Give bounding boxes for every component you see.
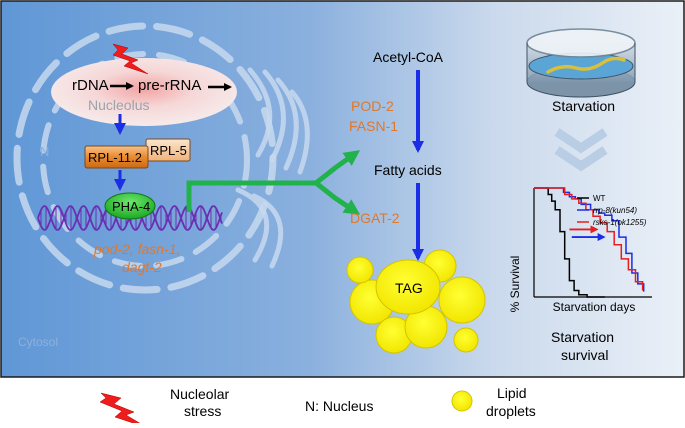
survival-curve-0 [534,187,605,298]
tag-label: TAG [395,280,423,296]
green-arrow-to-dgat2 [314,181,361,215]
rpl-5-label: RPL-5 [150,143,187,158]
pre-rrna-label: pre-rRNA [138,77,201,94]
survival-chart: WT rrp-8(kun54) rsks-1(ok1255) [533,187,652,298]
chart-legend-label-1: rrp-8(kun54) [593,206,637,215]
organelle-stacks [235,67,310,269]
fatty-acids-label: Fatty acids [374,162,442,178]
nucleolus-label: Nucleolus [88,97,149,113]
nucleus-letter: N [40,144,49,159]
rpl-11-2-label: RPL-11.2 [88,150,142,165]
rpl-11-2-box [84,145,149,169]
nucleolus [51,58,237,126]
down-chevrons [554,128,608,172]
legend-droplets: droplets [486,403,536,419]
survival-curve-2 [534,187,644,291]
legend-nucleolar: Nucleolar [170,386,229,402]
fasn-1-label: FASN-1 [349,118,398,134]
legend-stress-bolt-icon [99,392,149,428]
rdna-label: rDNA [72,77,109,94]
starvation-caption-line1: Starvation [551,329,614,345]
lipid-droplet-cluster [346,249,486,354]
petri-dish [526,28,636,98]
target-genes-line1: pod-2, fasn-1, [93,241,180,257]
cytosol-label: Cytosol [18,335,58,349]
target-genes-line2: dagt-2 [122,259,162,275]
acetyl-coa-label: Acetyl-CoA [373,49,444,65]
legend-lipid-droplet-icon [451,390,473,412]
legend-nucleus: N: Nucleus [305,398,373,414]
pod-2-label: POD-2 [351,98,394,114]
nucleolar-stress-bolt [112,43,149,75]
pha-4-oval [104,192,156,220]
legend-lipid: Lipid [497,385,527,401]
starvation-caption-line2: survival [561,347,608,363]
chart-legend-label-0: WT [593,194,606,203]
dgat-2-label: DGAT-2 [350,210,400,226]
pha-4-label: PHA-4 [112,199,150,214]
legend-stress: stress [184,403,221,419]
chart-legend-label-2: rsks-1(ok1255) [593,218,647,227]
starvation-title: Starvation [552,98,615,114]
chart-xlabel: Starvation days [553,300,636,314]
chart-ylabel: % Survival [508,256,522,313]
